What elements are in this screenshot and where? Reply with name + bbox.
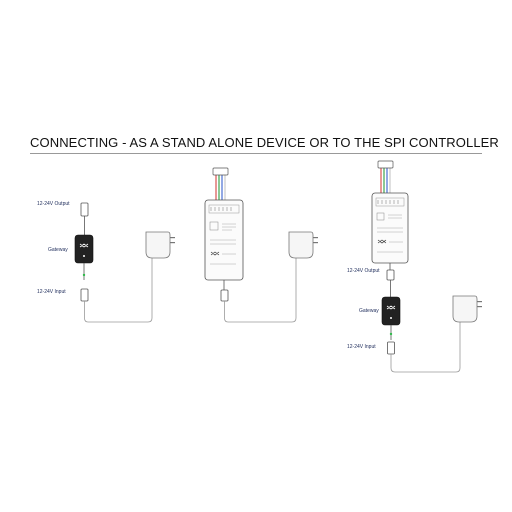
right-input-label: 12-24V Input — [347, 344, 376, 350]
left-output-label: 12-24V Output — [37, 201, 70, 207]
page-title: CONNECTING - AS A STAND ALONE DEVICE OR … — [30, 135, 499, 150]
middle-power-adapter-icon — [288, 231, 318, 259]
right-power-cable — [390, 322, 461, 373]
left-gateway-device — [74, 234, 94, 264]
right-gateway-logo-icon — [386, 305, 396, 310]
right-controller-device — [371, 192, 409, 264]
middle-controller-logo-icon — [210, 251, 220, 256]
middle-assembly — [204, 167, 318, 323]
left-gateway-logo-icon — [79, 243, 89, 248]
right-spi-wires — [377, 160, 394, 193]
right-power-adapter-icon — [452, 295, 482, 323]
middle-controller-device — [204, 199, 244, 281]
left-power-cable — [84, 258, 153, 323]
right-controller-logo-icon — [377, 239, 387, 244]
middle-power-cable — [224, 258, 297, 323]
left-power-adapter-icon — [145, 231, 175, 259]
right-gateway-label: Gateway — [359, 308, 379, 314]
right-output-plug — [386, 269, 395, 281]
right-gateway-device — [381, 296, 401, 326]
left-assembly — [74, 202, 175, 323]
left-output-plug — [80, 202, 89, 235]
right-output-label: 12-24V Output — [347, 268, 380, 274]
left-input-plug — [80, 288, 89, 302]
left-input-label: 12-24V Input — [37, 289, 66, 295]
left-gateway-label: Gateway — [48, 247, 68, 253]
middle-input-plug — [220, 289, 229, 302]
right-assembly — [371, 160, 482, 373]
title-divider — [30, 153, 482, 154]
right-status-led — [389, 332, 393, 336]
middle-spi-wires — [212, 167, 229, 200]
right-input-plug — [387, 341, 395, 355]
left-status-led — [82, 273, 86, 277]
